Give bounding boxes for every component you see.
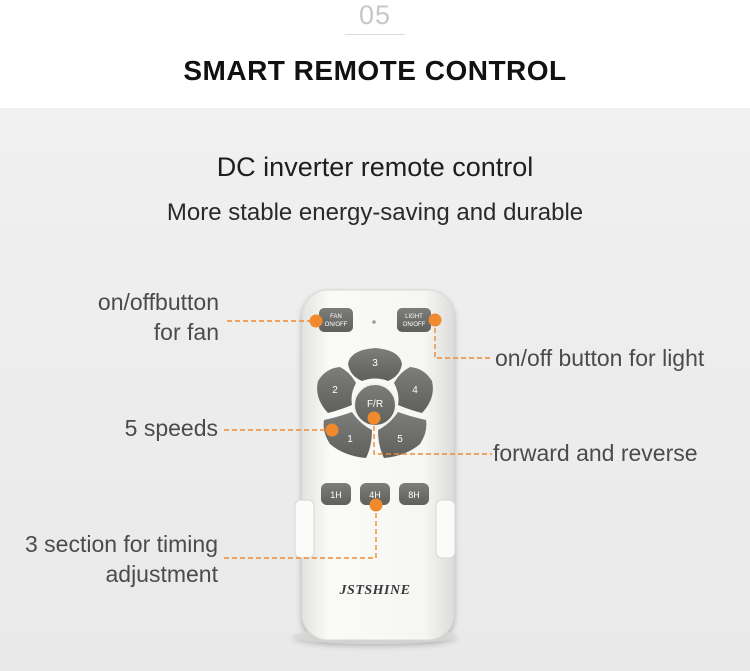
speed-1-button[interactable] [323, 412, 372, 458]
timer-4h-label: 4H [369, 490, 381, 500]
direction-leader [373, 418, 492, 455]
fan-power-callout-line1: on/offbutton [97, 289, 219, 315]
speed-2-label: 2 [332, 385, 338, 396]
light-power-button[interactable]: LIGHT ON/OFF [397, 308, 431, 332]
callout-lines [224, 320, 492, 559]
timer-8h-button[interactable]: 8H [399, 483, 429, 505]
left-side-clip [294, 499, 315, 559]
subheadline: More stable energy-saving and durable [166, 199, 584, 226]
fan-button-label-bottom: ON/OFF [325, 322, 348, 328]
speed-1-label: 1 [347, 434, 353, 445]
timer-callout: 3 section for timing adjustment [25, 529, 218, 589]
direction-callout: forward and reverse [493, 440, 698, 466]
speeds-callout: 5 speeds [124, 415, 218, 441]
timer-4h-button[interactable]: 4H [360, 483, 390, 505]
speed-3-label: 3 [372, 358, 378, 369]
timer-8h-label: 8H [408, 490, 420, 500]
timer-callout-line2: adjustment [105, 561, 218, 587]
speed-button-ring: 3 2 4 1 5 F/R [317, 348, 433, 458]
fan-power-button[interactable]: FAN ON/OFF [319, 308, 353, 332]
timer-callout-line1: 3 section for timing [24, 531, 218, 557]
fan-power-marker [309, 314, 323, 328]
section-number: 05 [358, 0, 392, 30]
headline: DC inverter remote control [216, 152, 534, 182]
light-button-label-top: LIGHT [405, 314, 423, 320]
light-power-callout: on/off button for light [495, 345, 705, 371]
speed-4-label: 4 [412, 385, 418, 396]
forward-reverse-button[interactable] [353, 383, 397, 427]
header: 05 SMART REMOTE CONTROL [0, 0, 750, 108]
timer-1h-button[interactable]: 1H [321, 483, 351, 505]
light-power-leader [434, 320, 490, 359]
right-side-clip [435, 499, 456, 559]
speed-5-button[interactable] [378, 412, 427, 458]
speed-4-button[interactable] [394, 367, 433, 413]
timer-leader [224, 505, 377, 559]
fan-power-callout: on/offbutton for fan [98, 287, 219, 347]
speed-2-button[interactable] [317, 367, 356, 413]
speed-5-label: 5 [397, 434, 403, 445]
direction-marker [367, 411, 381, 425]
callout-dots [309, 313, 442, 512]
forward-reverse-label: F/R [367, 399, 383, 410]
timer-1h-label: 1H [330, 490, 342, 500]
timer-marker [369, 498, 383, 512]
light-button-label-bottom: ON/OFF [403, 322, 426, 328]
speed-3-button[interactable] [348, 348, 402, 381]
ir-indicator [372, 320, 376, 324]
section-title: SMART REMOTE CONTROL [183, 55, 567, 86]
light-power-marker [428, 313, 442, 327]
speeds-marker [325, 423, 339, 437]
fan-button-label-top: FAN [330, 314, 342, 320]
brand-logo: JSTSHINE [339, 583, 411, 598]
fan-power-callout-line2: for fan [153, 319, 219, 345]
divider [345, 34, 405, 35]
